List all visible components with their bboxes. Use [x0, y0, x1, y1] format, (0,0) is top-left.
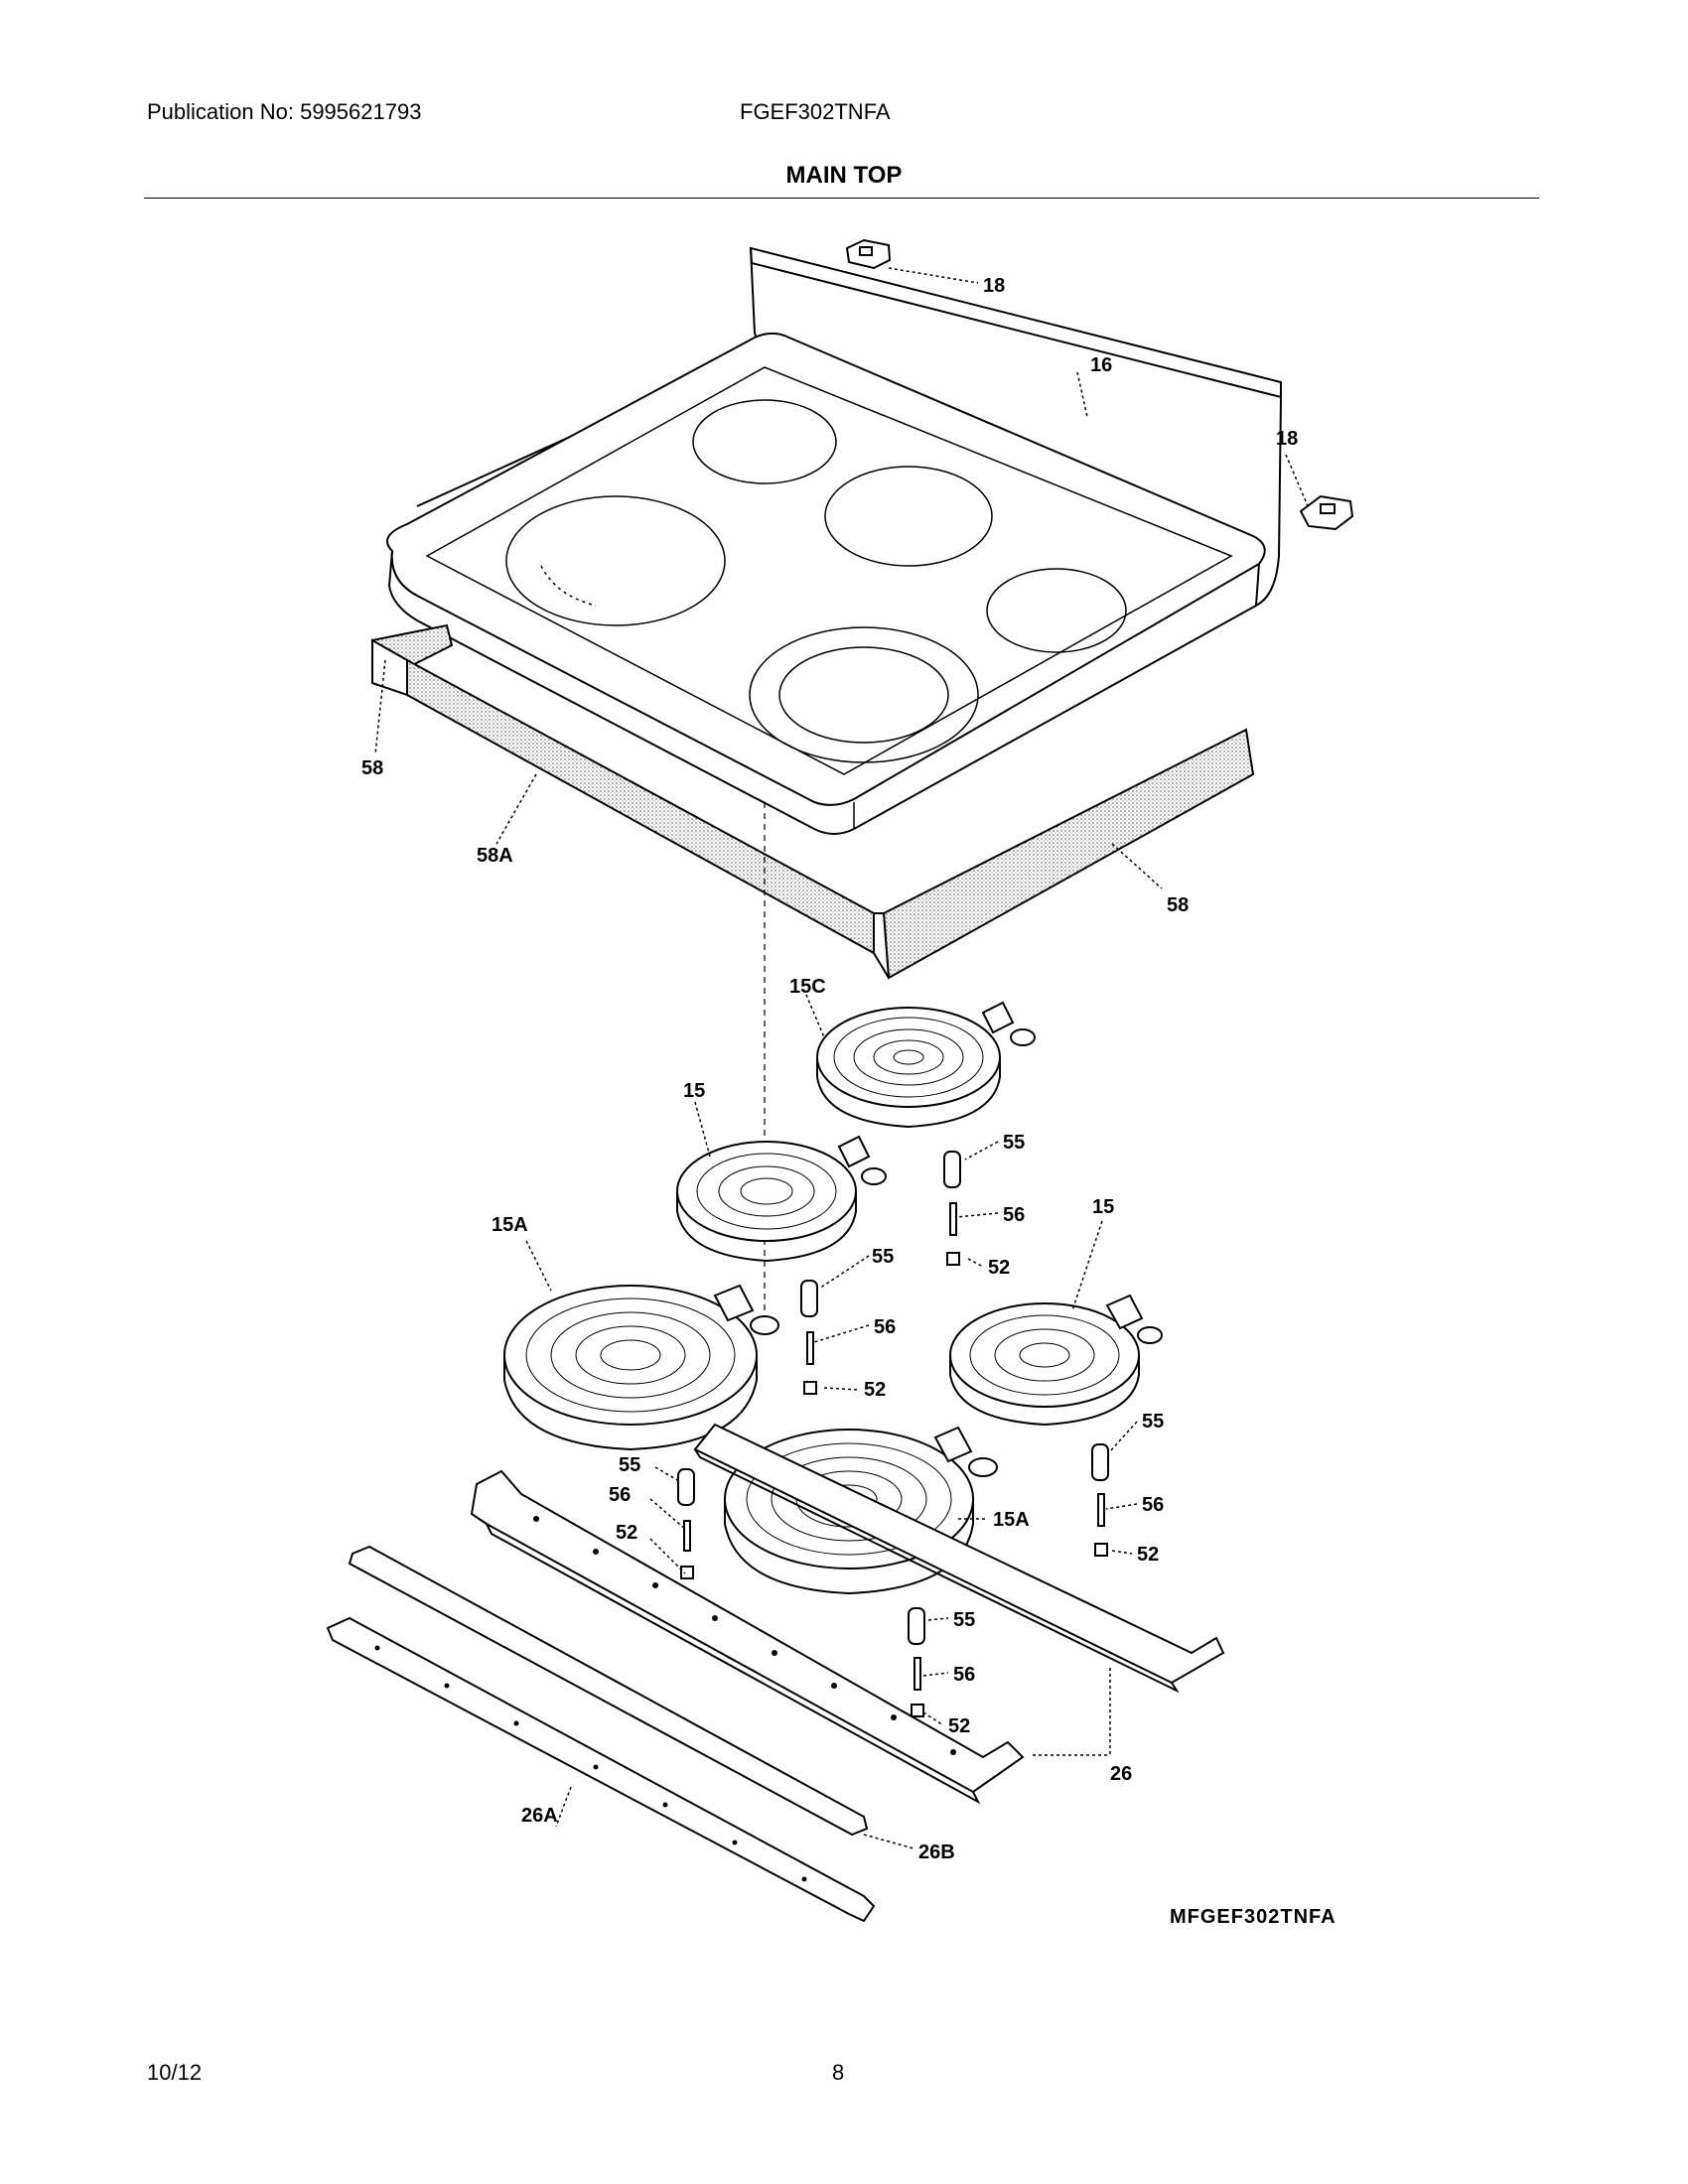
fastener-hardware: [677, 1151, 1109, 1717]
hinge-bracket-18-right: [1299, 494, 1354, 531]
support-rail-26-front: [470, 1469, 1025, 1805]
callout-58-left: 58: [361, 757, 383, 779]
hinge-bracket-18-left: [845, 238, 892, 270]
front-strip-26A: [326, 1616, 876, 1923]
glass-burner-markings: [505, 399, 1127, 763]
callout-18-right: 18: [1276, 428, 1298, 450]
callout-15-rear: 15: [683, 1080, 705, 1102]
page-title: MAIN TOP: [785, 162, 903, 189]
callout-55-upper: 55: [1003, 1132, 1025, 1154]
cooktop-main-top: [386, 246, 1282, 835]
callout-15C: 15C: [789, 976, 826, 998]
callout-15-right: 15: [1092, 1196, 1114, 1218]
callout-18-top: 18: [983, 275, 1005, 297]
callout-52-upper: 52: [988, 1257, 1010, 1279]
surface-element-15A-left: [503, 1284, 779, 1451]
callout-16: 16: [1090, 354, 1112, 376]
callout-56-right: 56: [1142, 1494, 1164, 1516]
drawing-code: MFGEF302TNFA: [1170, 1906, 1336, 1928]
callout-52-mid: 52: [864, 1379, 886, 1401]
callout-52-right: 52: [1137, 1544, 1159, 1566]
surface-element-15-right: [949, 1294, 1163, 1427]
callout-15A-left: 15A: [492, 1214, 528, 1236]
callout-56-left: 56: [609, 1484, 631, 1506]
publication-number: Publication No: 5995621793: [147, 99, 422, 124]
callout-26B: 26B: [918, 1842, 955, 1863]
front-strip-26B: [348, 1545, 869, 1837]
callout-52-bottom: 52: [948, 1715, 970, 1737]
callout-26: 26: [1110, 1763, 1132, 1785]
callout-26A: 26A: [521, 1805, 558, 1827]
surface-element-15C: [816, 1001, 1036, 1129]
callout-56-mid: 56: [874, 1316, 896, 1338]
footer-date: 10/12: [147, 2060, 203, 2085]
callout-52-left: 52: [616, 1522, 637, 1544]
callout-55-right: 55: [1142, 1411, 1164, 1433]
model-number: FGEF302TNFA: [740, 99, 891, 124]
callout-58-right: 58: [1167, 894, 1189, 916]
callout-55-bottom: 55: [953, 1609, 975, 1631]
insulation-blocks: [370, 623, 1255, 980]
callout-15A-front: 15A: [993, 1509, 1030, 1531]
part-callouts: 18 16 18 58 58A 58 15C 15 55 56 52 15A 5…: [361, 275, 1298, 1863]
leader-lines: [374, 267, 1310, 1849]
callout-56-upper: 56: [1003, 1204, 1025, 1226]
callout-58A: 58A: [477, 845, 513, 867]
callout-55-mid: 55: [872, 1246, 894, 1268]
callout-56-bottom: 56: [953, 1664, 975, 1686]
header-rule: [144, 198, 1539, 199]
callout-55-left: 55: [619, 1454, 640, 1476]
page-number: 8: [832, 2060, 845, 2085]
support-rail-26-rear: [693, 1423, 1225, 1694]
surface-element-15-rear: [676, 1135, 887, 1263]
